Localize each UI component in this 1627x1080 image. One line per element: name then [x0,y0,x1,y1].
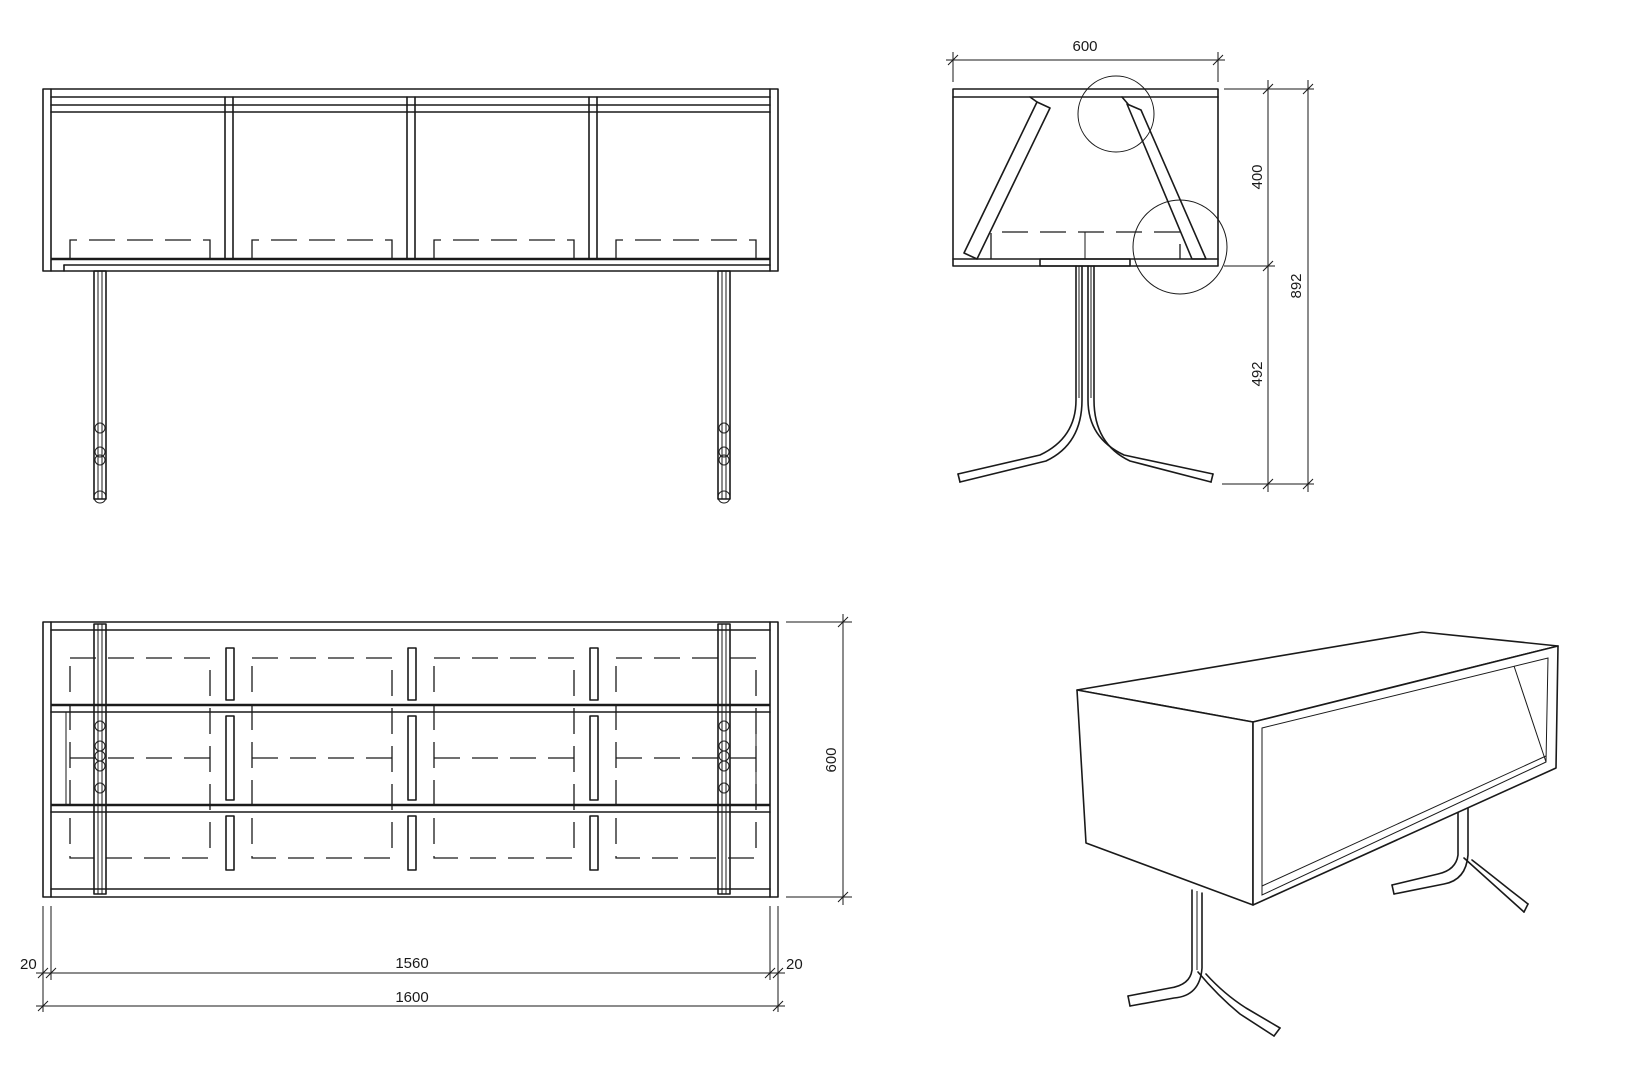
dim-label-total-length: 1600 [395,989,428,1006]
side-diagonal-braces [963,96,1207,260]
front-left-leg [93,270,107,504]
front-hidden-drawers [69,239,757,259]
dim-label-inner-length: 1560 [395,955,428,972]
dim-label-side-width: 600 [1072,38,1097,55]
side-pedestal-leg [957,258,1214,483]
plan-outer-frame [42,621,779,898]
front-outer-frame [42,88,779,272]
dimension-plan-depth: 600 [786,614,852,905]
plan-left-leg [93,623,107,895]
plan-hidden-drawers [69,657,757,859]
plan-view: 600 20 1560 20 1600 [20,614,852,1012]
plan-right-leg [717,623,731,895]
dimension-side-width: 600 [946,38,1225,82]
perspective-end-face [1076,689,1254,906]
detail-circle-top [1077,75,1155,153]
front-dividers [224,96,598,260]
dim-label-total-height: 892 [1288,273,1305,298]
dim-label-plan-depth: 600 [823,747,840,772]
dimension-heights: 400 492 892 [1222,80,1314,492]
perspective-front-leg [1127,889,1281,1037]
dim-label-upper-height: 400 [1249,164,1266,189]
perspective-open-face [1252,645,1559,906]
dim-label-end-right: 20 [786,956,803,973]
dimension-lengths: 20 1560 20 1600 [20,906,803,1012]
plan-rails [50,703,771,813]
front-right-leg [717,270,731,504]
perspective-back-leg [1391,792,1529,913]
perspective-view [1076,631,1559,1037]
front-elevation [42,88,779,504]
dim-label-end-left: 20 [20,956,37,973]
dim-label-lower-height: 492 [1249,361,1266,386]
detail-circle-bottom [1132,199,1228,295]
side-elevation: 600 400 492 892 [946,38,1314,492]
plan-dividers [225,647,599,871]
